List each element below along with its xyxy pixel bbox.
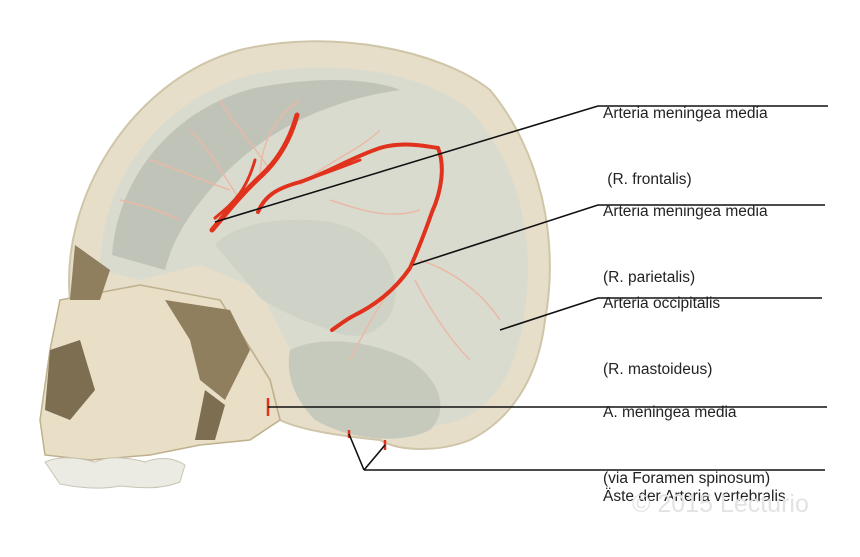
label-foramen-spinosum-line1: A. meningea media <box>603 402 770 424</box>
upper-teeth <box>45 458 185 488</box>
label-r-mastoideus-line1: Arteria occipitalis <box>603 293 720 315</box>
label-r-parietalis-line1: Arteria meningea media <box>603 201 768 223</box>
copyright-watermark: © 2015 Lecturio <box>632 490 809 519</box>
label-r-frontalis-line1: Arteria meningea media <box>603 103 768 125</box>
